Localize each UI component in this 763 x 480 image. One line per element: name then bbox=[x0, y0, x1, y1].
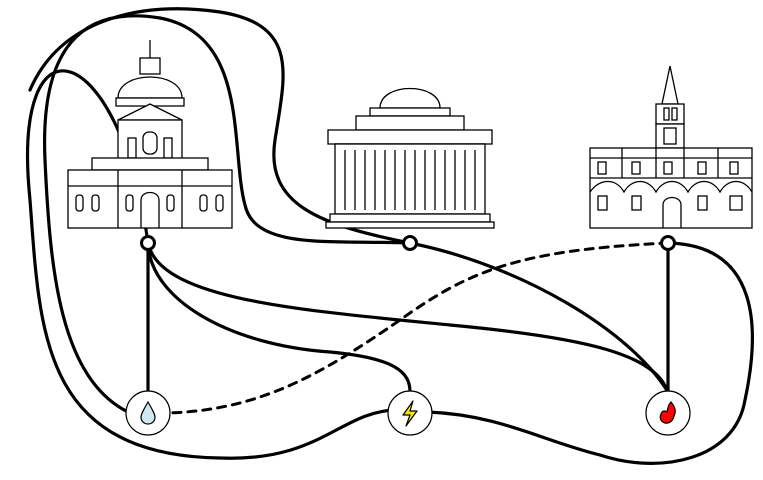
edge-house1-electricity bbox=[146, 241, 412, 394]
edge-house1-gas-upper bbox=[146, 241, 670, 394]
edge-house1-gas-loop bbox=[25, 69, 397, 460]
edge-house3-water-dashed bbox=[166, 241, 670, 415]
house-2-node bbox=[402, 235, 418, 251]
gas-utility-node bbox=[645, 390, 691, 436]
edge-house2-electricity-top bbox=[28, 7, 412, 245]
edge-house2-gas bbox=[408, 241, 670, 394]
edge-house3-electricity bbox=[426, 241, 754, 465]
edge-house2-water bbox=[42, 14, 412, 415]
water-utility-node bbox=[125, 390, 171, 436]
columned-museum-building-icon bbox=[325, 88, 495, 229]
electricity-utility-node bbox=[387, 390, 433, 436]
lightning-bolt-icon bbox=[402, 400, 418, 427]
house-1-node bbox=[140, 235, 156, 251]
domed-government-building-icon bbox=[67, 40, 233, 229]
house-3-node bbox=[660, 235, 676, 251]
church-spire-building-icon bbox=[589, 65, 753, 229]
gas-flame-icon bbox=[659, 401, 676, 424]
connection-lines bbox=[25, 7, 754, 465]
water-drop-icon bbox=[140, 400, 156, 425]
